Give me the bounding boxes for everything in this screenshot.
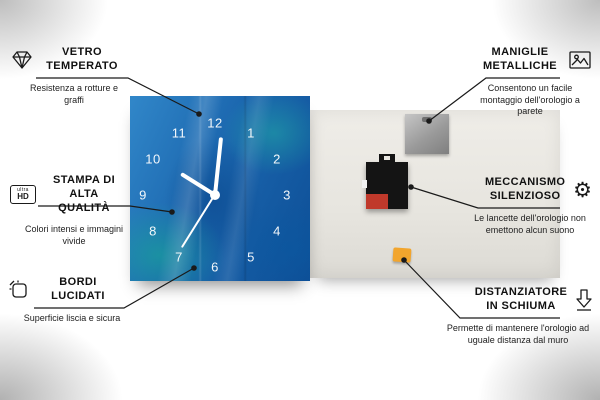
callout-subtitle: Resistenza a rotture e graffi: [29, 83, 119, 105]
ultra-hd-icon-text-hd: HD: [17, 192, 29, 202]
callout-distanziatore-schiuma: DISTANZIATORE IN SCHIUMA Permette di man…: [442, 286, 594, 346]
diamond-icon: [10, 49, 34, 71]
picture-frame-icon: [568, 50, 592, 70]
clock-mechanism: [362, 154, 408, 209]
clock-front-view: 1 2 3 4 5 6 7 8 9 10 11 12: [130, 96, 310, 281]
polished-edge-icon: [8, 279, 30, 301]
spacer-arrow-icon: [574, 288, 594, 312]
clock-number-9: 9: [139, 187, 147, 203]
callout-bordi-lucidati: BORDI LUCIDATI Superficie liscia e sicur…: [8, 276, 136, 325]
callout-title: VETRO TEMPERATO: [46, 46, 118, 72]
callout-title: MECCANISMO SILENZIOSO: [484, 176, 566, 202]
callout-title: MANIGLIE METALLICHE: [482, 46, 558, 72]
clock-number-12: 12: [207, 115, 223, 131]
clock-number-10: 10: [145, 151, 161, 167]
clock-number-5: 5: [247, 249, 255, 265]
callout-title: BORDI LUCIDATI: [51, 276, 105, 302]
callout-vetro-temperato: VETRO TEMPERATO Resistenza a rotture e g…: [10, 46, 138, 106]
mechanism-hanger: [379, 154, 395, 163]
callout-stampa-alta-qualita: ultra HD STAMPA DI ALTA QUALITÀ Colori i…: [10, 174, 138, 248]
minute-hand: [213, 137, 223, 196]
mechanism-red-label: [366, 194, 388, 209]
clock-number-2: 2: [273, 151, 281, 167]
metal-hanging-plate: [405, 114, 449, 154]
second-hand: [181, 194, 216, 249]
foam-spacer: [392, 247, 412, 263]
clock-number-11: 11: [171, 125, 187, 141]
gear-icon: ⚙: [573, 178, 592, 202]
clock-number-1: 1: [247, 125, 255, 141]
clock-number-7: 7: [175, 249, 183, 265]
clock-number-8: 8: [149, 223, 157, 239]
clock-number-4: 4: [273, 223, 281, 239]
clock-center-cap: [210, 190, 220, 200]
callout-maniglie-metalliche: MANIGLIE METALLICHE Consentono un facile…: [468, 46, 592, 118]
callout-subtitle: Superficie liscia e sicura: [23, 313, 121, 323]
callout-subtitle: Consentono un facile montaggio dell'orol…: [480, 83, 580, 117]
callout-title: DISTANZIATORE IN SCHIUMA: [474, 286, 568, 312]
callout-title: STAMPA DI ALTA QUALITÀ: [52, 174, 116, 214]
ultra-hd-icon: ultra HD: [10, 185, 36, 205]
callout-subtitle: Le lancette dell'orologio non emettono a…: [474, 213, 586, 235]
mechanism-side-chip: [362, 180, 367, 188]
callout-subtitle: Permette di mantenere l'orologio ad ugua…: [446, 323, 590, 345]
clock-number-6: 6: [211, 259, 219, 275]
callout-subtitle: Colori intensi e immagini vivide: [24, 224, 124, 246]
clock-number-3: 3: [283, 187, 291, 203]
callout-meccanismo-silenzioso: MECCANISMO SILENZIOSO ⚙ Le lancette dell…: [468, 176, 592, 236]
